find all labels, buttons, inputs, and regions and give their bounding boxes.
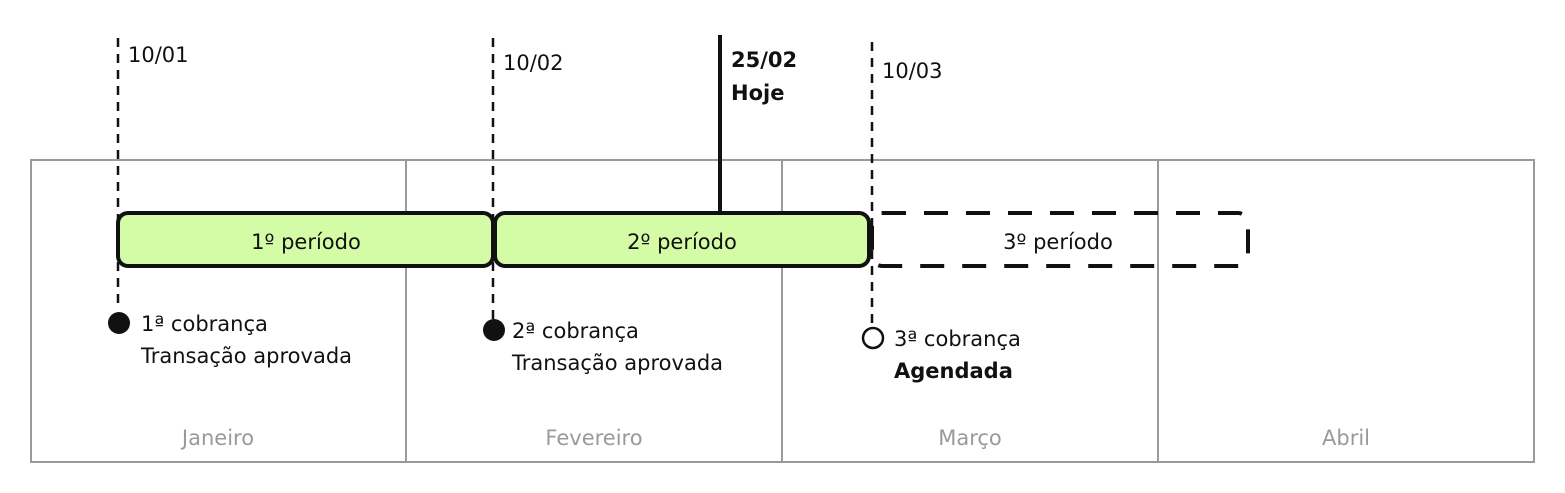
date-marker-label: 10/02 xyxy=(503,51,564,75)
month-label-january: Janeiro xyxy=(180,426,254,450)
month-label-march: Março xyxy=(938,426,1002,450)
period-label: 2º período xyxy=(627,230,737,254)
month-label-february: Fevereiro xyxy=(545,426,642,450)
charge-dot-completed-icon xyxy=(108,312,130,334)
month-grid xyxy=(30,159,1535,463)
charge-dot-scheduled-icon xyxy=(861,326,885,350)
charge-dot-completed-icon xyxy=(483,319,505,341)
today-date: 25/02 xyxy=(731,48,797,72)
period-bar-3 xyxy=(870,211,1250,268)
charge-title: 1ª cobrança xyxy=(141,312,268,336)
charge-status: Transação aprovada xyxy=(140,344,352,368)
month-label-april: Abril xyxy=(1322,426,1370,450)
charge-title: 3ª cobrança xyxy=(894,327,1021,351)
period-label: 3º período xyxy=(1003,230,1113,254)
charge-status: Agendada xyxy=(894,359,1013,383)
date-marker-label: 10/03 xyxy=(882,59,943,83)
period-label: 1º período xyxy=(251,230,361,254)
date-marker-label: 10/01 xyxy=(128,43,189,67)
period-bar-2 xyxy=(493,211,871,268)
charge-status: Transação aprovada xyxy=(511,351,723,375)
charge-title: 2ª cobrança xyxy=(512,319,639,343)
today-label: Hoje xyxy=(731,81,784,105)
